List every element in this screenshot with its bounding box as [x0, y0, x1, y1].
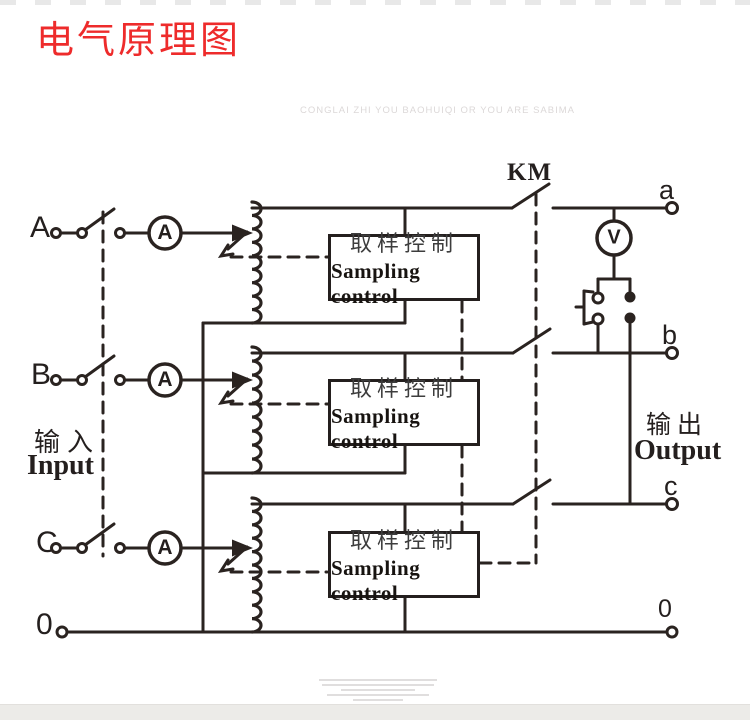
watermark-text: CONGLAI ZHI YOU BAOHUIQI OR YOU ARE SABI… [300, 105, 575, 116]
sampling-control-label-en: Sampling control [331, 556, 421, 605]
switch-blade [83, 207, 116, 232]
phase-a-input-label: A [30, 211, 51, 244]
fine-print-block [308, 676, 448, 704]
input-switch-phase-a [50, 207, 150, 239]
input-section-label-en: Input [27, 450, 94, 481]
output-line-b [250, 327, 679, 360]
km-contactor-label: KM [507, 159, 553, 186]
terminal-c [665, 497, 679, 511]
wiper-arrow-c [232, 539, 253, 557]
sampling-control-label-cn: 取样控制 [349, 528, 458, 553]
input-section-label-cn: 输入 [34, 427, 101, 457]
terminal-b [665, 346, 679, 360]
phase-b-output-label: b [662, 320, 678, 350]
terminal-0-out [665, 625, 679, 639]
output-section-label-en: Output [634, 435, 722, 466]
sampling-control-box-a: 取样控制 Sampling control [328, 231, 480, 308]
neutral-output-label: 0 [658, 595, 672, 623]
ammeter-phase-b [147, 362, 183, 398]
variac-coil-c [250, 496, 263, 634]
selector-actuator [574, 289, 595, 326]
sampling-control-box-b: 取样控制 Sampling control [328, 376, 480, 453]
km-contact-c [511, 478, 552, 506]
ammeter-phase-a [147, 215, 183, 251]
sampling-control-label-en: Sampling control [331, 404, 421, 453]
input-switch-phase-b [50, 354, 150, 386]
ammeter-b-letter: A [157, 368, 173, 391]
servo-wiper-link-c [217, 545, 329, 574]
sampling-control-label-cn: 取样控制 [349, 376, 458, 401]
ammeter-a-letter: A [157, 221, 173, 244]
switch-blade [83, 354, 116, 379]
page-title: 电气原理图 [36, 20, 242, 62]
wiper-arrow-b [232, 371, 253, 389]
torn-edge-top [0, 0, 750, 5]
sampling-control-label-cn: 取样控制 [349, 231, 458, 256]
sampling-control-label-en: Sampling control [331, 259, 421, 308]
ammeter-c-letter: A [157, 536, 173, 559]
bottom-strip [0, 704, 750, 720]
output-line-c [250, 478, 679, 511]
phase-a-output-label: a [659, 175, 675, 205]
km-contact-a [510, 182, 551, 210]
phase-c-output-label: c [664, 471, 678, 501]
output-line-a [250, 182, 679, 215]
wiper-arrow-a [232, 224, 253, 242]
servo-wiper-link-a [217, 230, 330, 259]
variac-coil-a [250, 200, 263, 325]
input-switch-phase-c [50, 522, 150, 554]
variac-coil-b [250, 345, 263, 475]
phase-b-input-label: B [31, 358, 52, 391]
terminal-a [665, 201, 679, 215]
neutral-input-label: 0 [36, 608, 53, 641]
voltmeter [595, 219, 633, 257]
sampling-control-box-c: 取样控制 Sampling control [328, 528, 480, 605]
km-gang-link [478, 192, 538, 565]
voltmeter-branch [574, 206, 636, 506]
km-contact-b [511, 327, 552, 355]
voltmeter-letter: V [607, 226, 621, 249]
ammeter-phase-c [147, 530, 183, 566]
servo-wiper-link-b [217, 377, 330, 406]
switch-blade [83, 522, 116, 547]
neutral-line [55, 625, 679, 639]
neutral-bus [201, 321, 407, 634]
output-section-label-cn: 输出 [646, 411, 709, 439]
